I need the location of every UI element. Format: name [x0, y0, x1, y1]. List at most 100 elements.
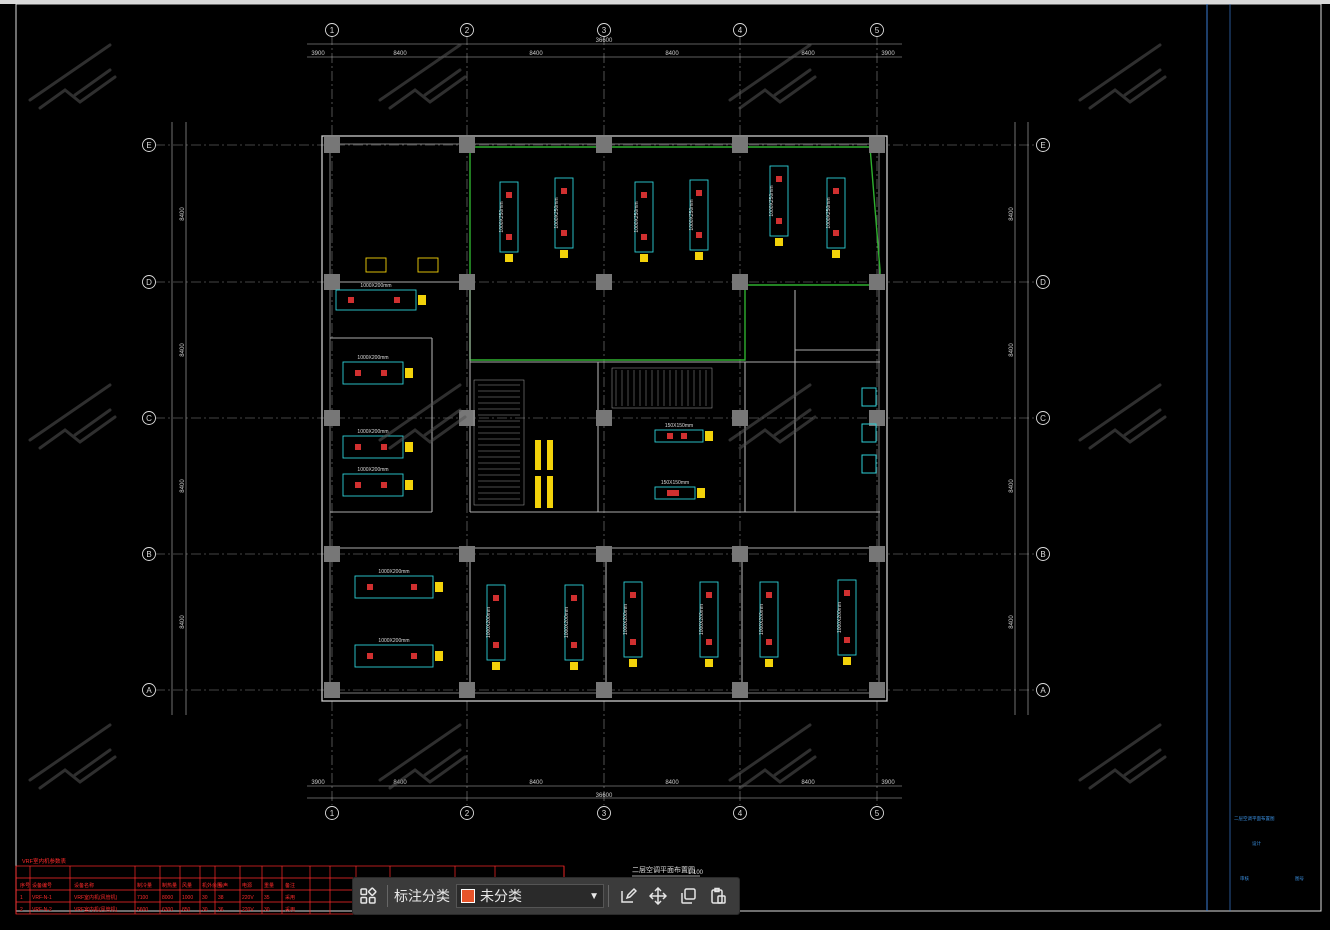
axis-label: A [146, 686, 152, 695]
column [459, 137, 475, 153]
axis-label: D [146, 278, 152, 287]
edit-icon[interactable] [613, 881, 643, 911]
move-icon[interactable] [643, 881, 673, 911]
watermark-stroke [28, 383, 117, 450]
axis-label: B [146, 550, 151, 559]
ac-unit [634, 181, 654, 253]
window-top-edge [0, 0, 1330, 4]
schedule-cell: 6300 [162, 907, 173, 913]
plan-scale: 1:100 [688, 870, 704, 876]
schedule-cell: 5600 [137, 907, 148, 913]
ac-outdoor-unit [365, 257, 387, 273]
ac-unit-label: 1000X200mm [357, 355, 388, 361]
watermark-stroke [728, 43, 817, 110]
schedule-cell: 38 [218, 895, 224, 901]
ac-unit [654, 429, 704, 443]
axis-bubble [597, 23, 611, 37]
ac-connector [492, 662, 500, 670]
dimension-text: 8400 [1009, 479, 1015, 493]
dimension-text: 8400 [180, 343, 186, 357]
ac-connector [418, 295, 426, 305]
axis-bubble [1036, 547, 1050, 561]
ac-unit [861, 423, 877, 443]
axis-bubble [142, 683, 156, 697]
axis-bubble [733, 806, 747, 820]
dimension-text: 8400 [180, 207, 186, 221]
ac-unit [769, 165, 789, 237]
category-label: 标注分类 [394, 888, 450, 904]
ac-outlet [766, 639, 772, 645]
column [869, 546, 885, 562]
dimension-text: 8400 [1009, 615, 1015, 629]
column [596, 137, 612, 153]
ac-unit [861, 387, 877, 407]
ac-outlet [394, 297, 400, 303]
column [869, 137, 885, 153]
ac-unit [554, 177, 574, 249]
dimension-text: 8400 [665, 51, 679, 57]
dimension-text: 8400 [529, 51, 543, 57]
axis-bubble [597, 806, 611, 820]
ac-unit-label: 1000X200mm [564, 607, 570, 638]
ac-outlet [355, 370, 361, 376]
column [732, 274, 748, 290]
dimension-text: 8400 [801, 51, 815, 57]
ac-unit [689, 179, 709, 251]
ac-outlet [706, 639, 712, 645]
schedule-cell: 2 [20, 907, 23, 913]
ac-unit-label: 150X150mm [661, 480, 689, 486]
ac-unit [499, 181, 519, 253]
watermark-layer [28, 43, 1167, 790]
dimension-text: 8400 [393, 51, 407, 57]
ac-unit [486, 584, 506, 661]
schedule-cell: 1000 [182, 895, 193, 901]
watermark-stroke [378, 383, 467, 450]
ac-outlet [506, 234, 512, 240]
schedule-cell: 30 [202, 895, 208, 901]
axis-label: E [1040, 141, 1045, 150]
copy-icon[interactable] [673, 881, 703, 911]
category-grid-icon[interactable] [353, 881, 383, 911]
schedule-cell: 220V [242, 895, 254, 901]
ac-connector [405, 442, 413, 452]
axis-bubble [460, 23, 474, 37]
schedule-cell: 7100 [137, 895, 148, 901]
ac-unit [342, 473, 404, 497]
ac-outlet [696, 190, 702, 196]
ac-connector [435, 582, 443, 592]
ac-unit-label: 1000X200mm [360, 283, 391, 289]
watermark-stroke [728, 723, 817, 790]
vrf-schedule-table: VRF室内机参数表 序号设备编号设备名称制冷量制热量风量机外余压噪声电源重量备注… [15, 857, 565, 915]
column [596, 546, 612, 562]
schedule-cell: 30 [202, 907, 208, 913]
ac-unit-label: 1000X250mm [689, 199, 695, 230]
dimension-text: 8400 [665, 780, 679, 786]
ac-connector [843, 657, 851, 665]
ac-connector [435, 651, 443, 661]
schedule-cell: 36 [218, 907, 224, 913]
ac-outlet [561, 188, 567, 194]
ac-unit [861, 454, 877, 474]
schedule-cell: 8000 [162, 895, 173, 901]
ac-unit [837, 579, 857, 656]
ac-outlet [411, 653, 417, 659]
column [459, 682, 475, 698]
dimension-text: 8400 [180, 615, 186, 629]
dimension-text: 8400 [180, 479, 186, 493]
column [324, 410, 340, 426]
axis-label: 1 [330, 26, 335, 35]
column [732, 682, 748, 698]
paste-icon[interactable] [703, 881, 733, 911]
axis-bubble [1036, 683, 1050, 697]
schedule-header: 设备名称 [74, 882, 94, 889]
category-select[interactable]: 未分类 ▼ [456, 884, 604, 908]
ac-connector [775, 238, 783, 246]
ac-unit-label: 1000X250mm [634, 201, 640, 232]
ac-connector [697, 488, 705, 498]
schedule-cell: VRF-N-2 [32, 907, 52, 913]
ac-unit [354, 644, 434, 668]
ac-unit [654, 486, 696, 500]
ac-unit [759, 581, 779, 658]
